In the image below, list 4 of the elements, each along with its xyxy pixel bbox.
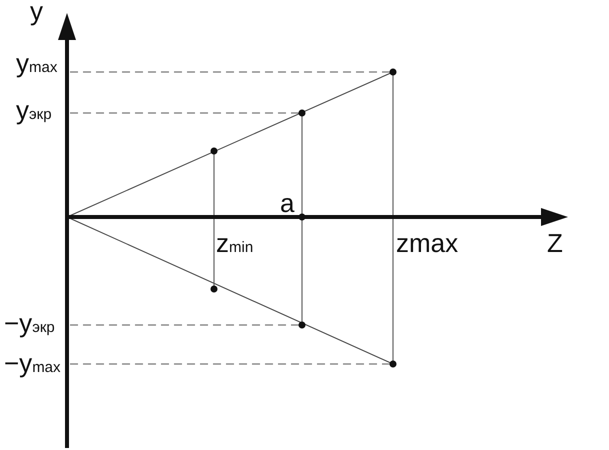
value-label: zmax	[396, 230, 458, 256]
point-label: a	[280, 190, 294, 216]
axis-label: Z	[547, 230, 563, 256]
axis-label: y	[30, 0, 43, 24]
